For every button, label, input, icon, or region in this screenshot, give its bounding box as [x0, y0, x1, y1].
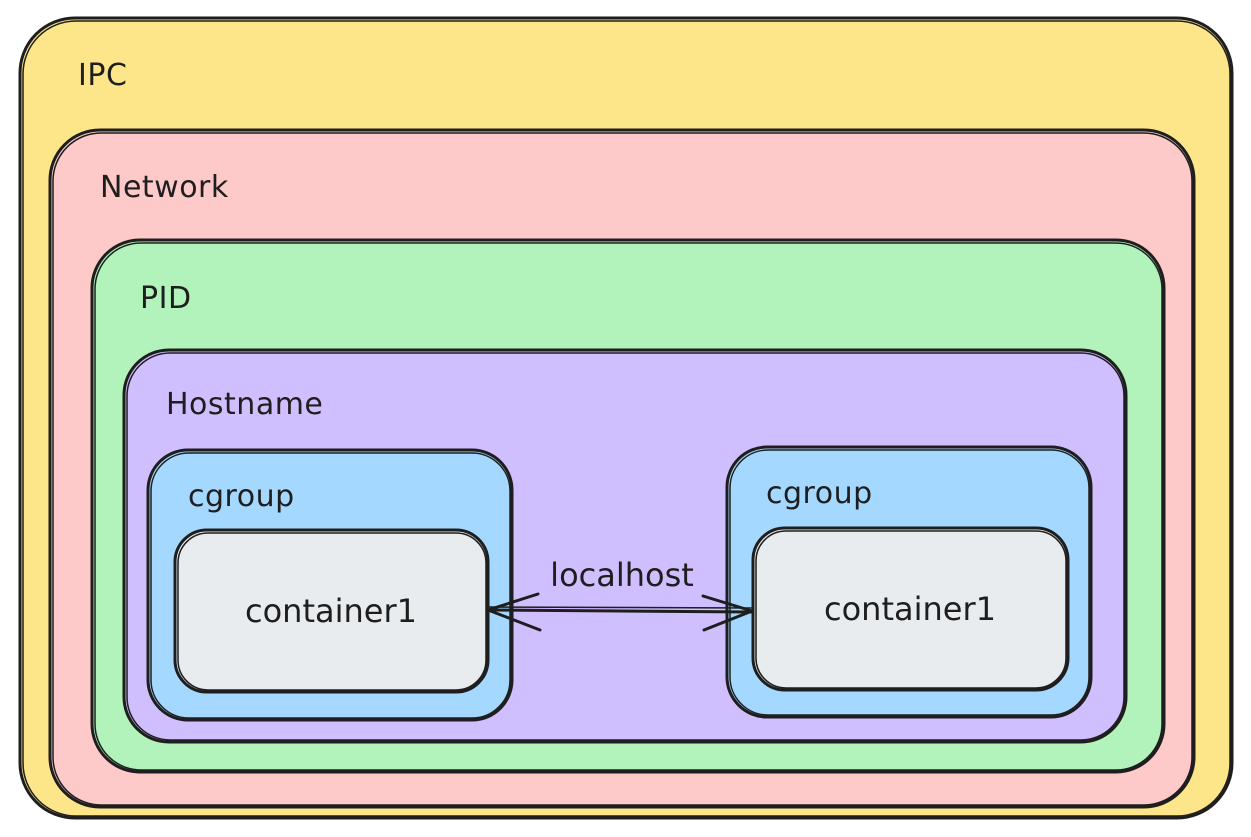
container-label-right: container1	[824, 590, 996, 628]
pid-label: PID	[140, 281, 192, 316]
hostname-label: Hostname	[166, 387, 323, 422]
arrowhead-left	[486, 592, 542, 632]
container-box-right[interactable]: container1	[751, 526, 1070, 692]
network-label: Network	[100, 170, 229, 205]
arrowhead-right	[701, 594, 754, 632]
cgroup-label-left: cgroup	[188, 479, 295, 514]
container-label-left: container1	[245, 592, 417, 630]
cgroup-label-right: cgroup	[766, 476, 873, 511]
localhost-label: localhost	[550, 556, 694, 594]
ipc-label: IPC	[78, 58, 127, 93]
localhost-arrow[interactable]: localhost	[486, 556, 754, 632]
container-box-left[interactable]: container1	[173, 528, 490, 694]
